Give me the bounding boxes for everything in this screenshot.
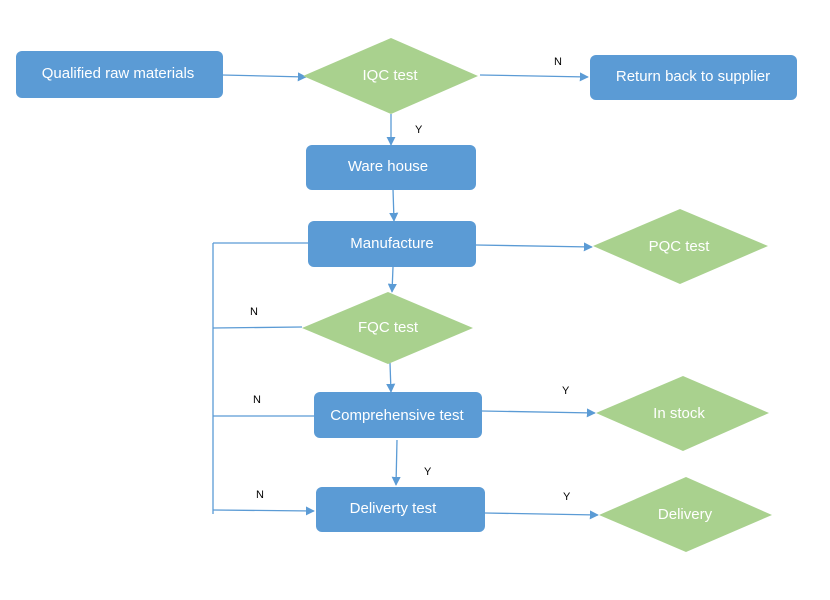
arrow-delivery-test-to-delivery (484, 510, 599, 520)
arrow-fqc-to-comprehensive (386, 362, 396, 393)
node-raw-materials-label: Qualified raw materials (42, 65, 195, 82)
node-iqc-test: IQC test (303, 38, 478, 114)
arrow-iqc-to-return (479, 72, 589, 82)
arrow-warehouse-to-manufacture (389, 188, 399, 222)
node-ware-house: Ware house (306, 145, 476, 190)
node-manufacture-label: Manufacture (350, 235, 433, 252)
arrow-raw-to-iqc (221, 72, 307, 82)
arrow-manufacture-to-fqc (387, 266, 397, 293)
branch-label-iqc-yes: Y (415, 124, 423, 136)
node-in-stock-label: In stock (653, 405, 705, 422)
node-manufacture: Manufacture (308, 221, 476, 267)
branch-label-delivery-no: N (256, 489, 264, 501)
node-pqc-test-label: PQC test (649, 238, 711, 255)
node-raw-materials: Qualified raw materials (16, 51, 223, 98)
branch-label-comprehensive-yes-down: Y (424, 466, 432, 478)
feedback-from-fqc (212, 326, 303, 329)
branch-label-comprehensive-yes-stock: Y (562, 385, 570, 397)
branch-label-delivery-yes: Y (563, 491, 571, 503)
node-comprehensive-test: Comprehensive test (314, 392, 482, 438)
node-delivery: Delivery (599, 477, 772, 552)
arrow-manufacture-to-pqc (475, 242, 593, 252)
branch-label-iqc-no: N (554, 56, 562, 68)
branch-label-fqc-no: N (250, 306, 258, 318)
feedback-to-delivery-test (212, 506, 315, 516)
arrow-comprehensive-to-delivery-test (391, 439, 401, 486)
node-iqc-test-label: IQC test (362, 67, 418, 84)
node-fqc-test: FQC test (302, 292, 473, 364)
node-comprehensive-test-label: Comprehensive test (330, 407, 464, 424)
node-pqc-test: PQC test (593, 209, 768, 284)
node-fqc-test-label: FQC test (358, 319, 419, 336)
branch-label-comprehensive-no: N (253, 394, 261, 406)
node-in-stock: In stock (596, 376, 769, 451)
node-delivery-test-label: Deliverty test (350, 500, 438, 517)
arrow-comprehensive-to-stock (481, 408, 596, 418)
node-return-supplier-label: Return back to supplier (616, 68, 770, 85)
node-ware-house-label: Ware house (348, 158, 428, 175)
connectors (212, 72, 599, 520)
node-delivery-test: Deliverty test (316, 487, 485, 532)
node-delivery-label: Delivery (658, 506, 713, 523)
node-return-supplier: Return back to supplier (590, 55, 797, 100)
branch-labels: N Y N N Y Y N Y (250, 56, 571, 503)
